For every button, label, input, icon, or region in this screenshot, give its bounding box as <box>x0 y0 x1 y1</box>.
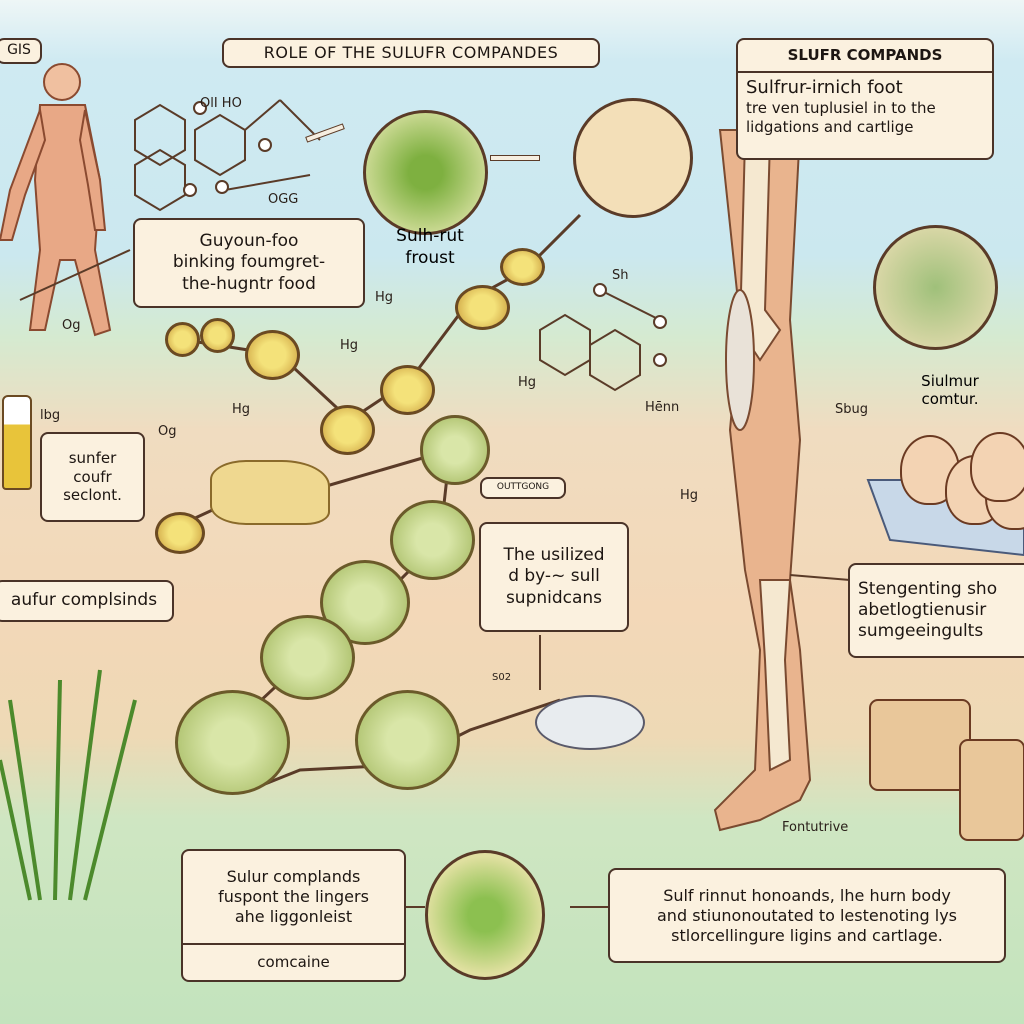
circle-caption: Sulh-rut froust <box>380 225 480 269</box>
box-line: Guyoun-foo <box>199 231 299 252</box>
chem-label: Hg <box>340 338 359 353</box>
utilized-box: The usilized d by-~ sull supnidcans <box>479 522 629 632</box>
box-line: Stengenting sho <box>858 578 998 599</box>
chem-label: Hēnn <box>645 400 680 415</box>
food-node <box>165 322 200 357</box>
caption-line: Siulmur <box>921 372 979 390</box>
caption-line: froust <box>405 248 455 269</box>
caption-line: Sulh-rut <box>396 226 464 246</box>
food-node <box>320 405 375 455</box>
human-muscle-figure <box>0 63 112 337</box>
fiber-circle-bottom <box>425 850 545 980</box>
sulfur-fiber-circle <box>363 110 488 235</box>
cell-node <box>355 690 460 790</box>
egg-icon <box>970 432 1024 502</box>
cheese-icon <box>210 460 330 525</box>
caption-line: comtur. <box>921 390 979 408</box>
chem-label: OGG <box>268 192 299 207</box>
food-node <box>455 285 510 330</box>
box-line: d by-~ sull <box>508 566 600 587</box>
oil-bottle-icon <box>2 395 32 490</box>
chem-label: lbg <box>40 408 61 423</box>
box-heading: SLUFR COMPANDS <box>738 40 992 73</box>
chem-label: Hg <box>518 375 537 390</box>
food-info-box: Guyoun-foo binking foumgret- the-hugntr … <box>133 218 365 308</box>
food-node <box>500 248 545 286</box>
supplement-disc-icon <box>535 695 645 750</box>
cartilage-circle <box>873 225 998 350</box>
box-line: seclont. <box>63 486 122 505</box>
corner-label-text: GIS <box>7 42 31 59</box>
food-node <box>200 318 235 353</box>
box-line: sunfer <box>68 448 117 467</box>
cell-node <box>260 615 355 700</box>
cell-node <box>390 500 475 580</box>
box-line: the-hugntr food <box>182 273 316 294</box>
chem-label: Og <box>62 318 81 333</box>
page-title-text: ROLE OF THE SULUFR COMPANDES <box>263 43 559 62</box>
box-line: stlorcellingure ligins and cartlage. <box>671 925 943 945</box>
chem-label: Sh <box>612 268 629 283</box>
leg-anatomy <box>713 129 812 832</box>
sunfer-box: sunfer coufr seclont. <box>40 432 145 522</box>
tag-text: OUTTGONG <box>496 482 550 493</box>
bottom-right-box: Sulf rinnut honoands, lhe hurn body and … <box>608 868 1006 963</box>
box-line: Sulf rinnut honoands, lhe hurn body <box>663 885 951 905</box>
box-line: aufur complsinds <box>10 590 158 611</box>
box-line: coufr <box>73 467 112 486</box>
bottom-left-box: Sulur complands fuspont the lingers ahe … <box>181 849 406 982</box>
box-line: and stiunonoutated to lestenoting lys <box>657 905 957 925</box>
molecule-structure-2 <box>539 283 667 392</box>
box-line: tre ven tuplusiel in to the <box>746 99 936 118</box>
chem-label: Hg <box>375 290 394 305</box>
right-caption: Siulmur comtur. <box>900 372 1000 408</box>
chem-label: S02 <box>492 672 512 683</box>
box-line: binking foumgret- <box>172 252 326 273</box>
box-line: Sulur complands <box>226 867 361 887</box>
chem-label: Og <box>158 424 177 439</box>
corner-label: GIS <box>0 38 42 64</box>
top-right-info-box: SLUFR COMPANDS Sulfrur-irnich foot tre v… <box>736 38 994 160</box>
box-line: Sulfrur-irnich foot <box>746 76 903 98</box>
page-title: ROLE OF THE SULUFR COMPANDES <box>222 38 600 68</box>
box-footer: comcaine <box>183 943 404 980</box>
box-line: fuspont the lingers <box>218 887 369 907</box>
box-line: abetlogtienusir <box>858 599 987 620</box>
food-node <box>155 512 205 554</box>
chem-label: Sbug <box>835 402 868 417</box>
scallion-icon <box>0 669 137 901</box>
chem-label: OlI HO <box>200 96 242 111</box>
strengthening-box: Stengenting sho abetlogtienusir sumgeein… <box>848 563 1024 658</box>
compounds-box: aufur complsinds <box>0 580 174 622</box>
arrow-icon <box>490 155 540 161</box>
cell-node <box>420 415 490 485</box>
food-node <box>380 365 435 415</box>
box-line: supnidcans <box>505 587 603 608</box>
cell-circle <box>573 98 693 218</box>
box-line: ahe liggonleist <box>234 907 353 927</box>
box-line: The usilized <box>503 545 605 566</box>
box-line: sumgeeingults <box>858 621 984 642</box>
tofu-block-icon <box>869 699 1024 841</box>
cell-node <box>175 690 290 795</box>
chem-label: Hg <box>232 402 251 417</box>
chem-label: Fontutrive <box>782 820 849 835</box>
molecule-structure <box>134 99 321 212</box>
outtgong-tag: OUTTGONG <box>480 477 566 499</box>
chem-label: Hg <box>680 488 699 503</box>
box-line: lidgations and cartlige <box>746 118 914 136</box>
food-node <box>245 330 300 380</box>
